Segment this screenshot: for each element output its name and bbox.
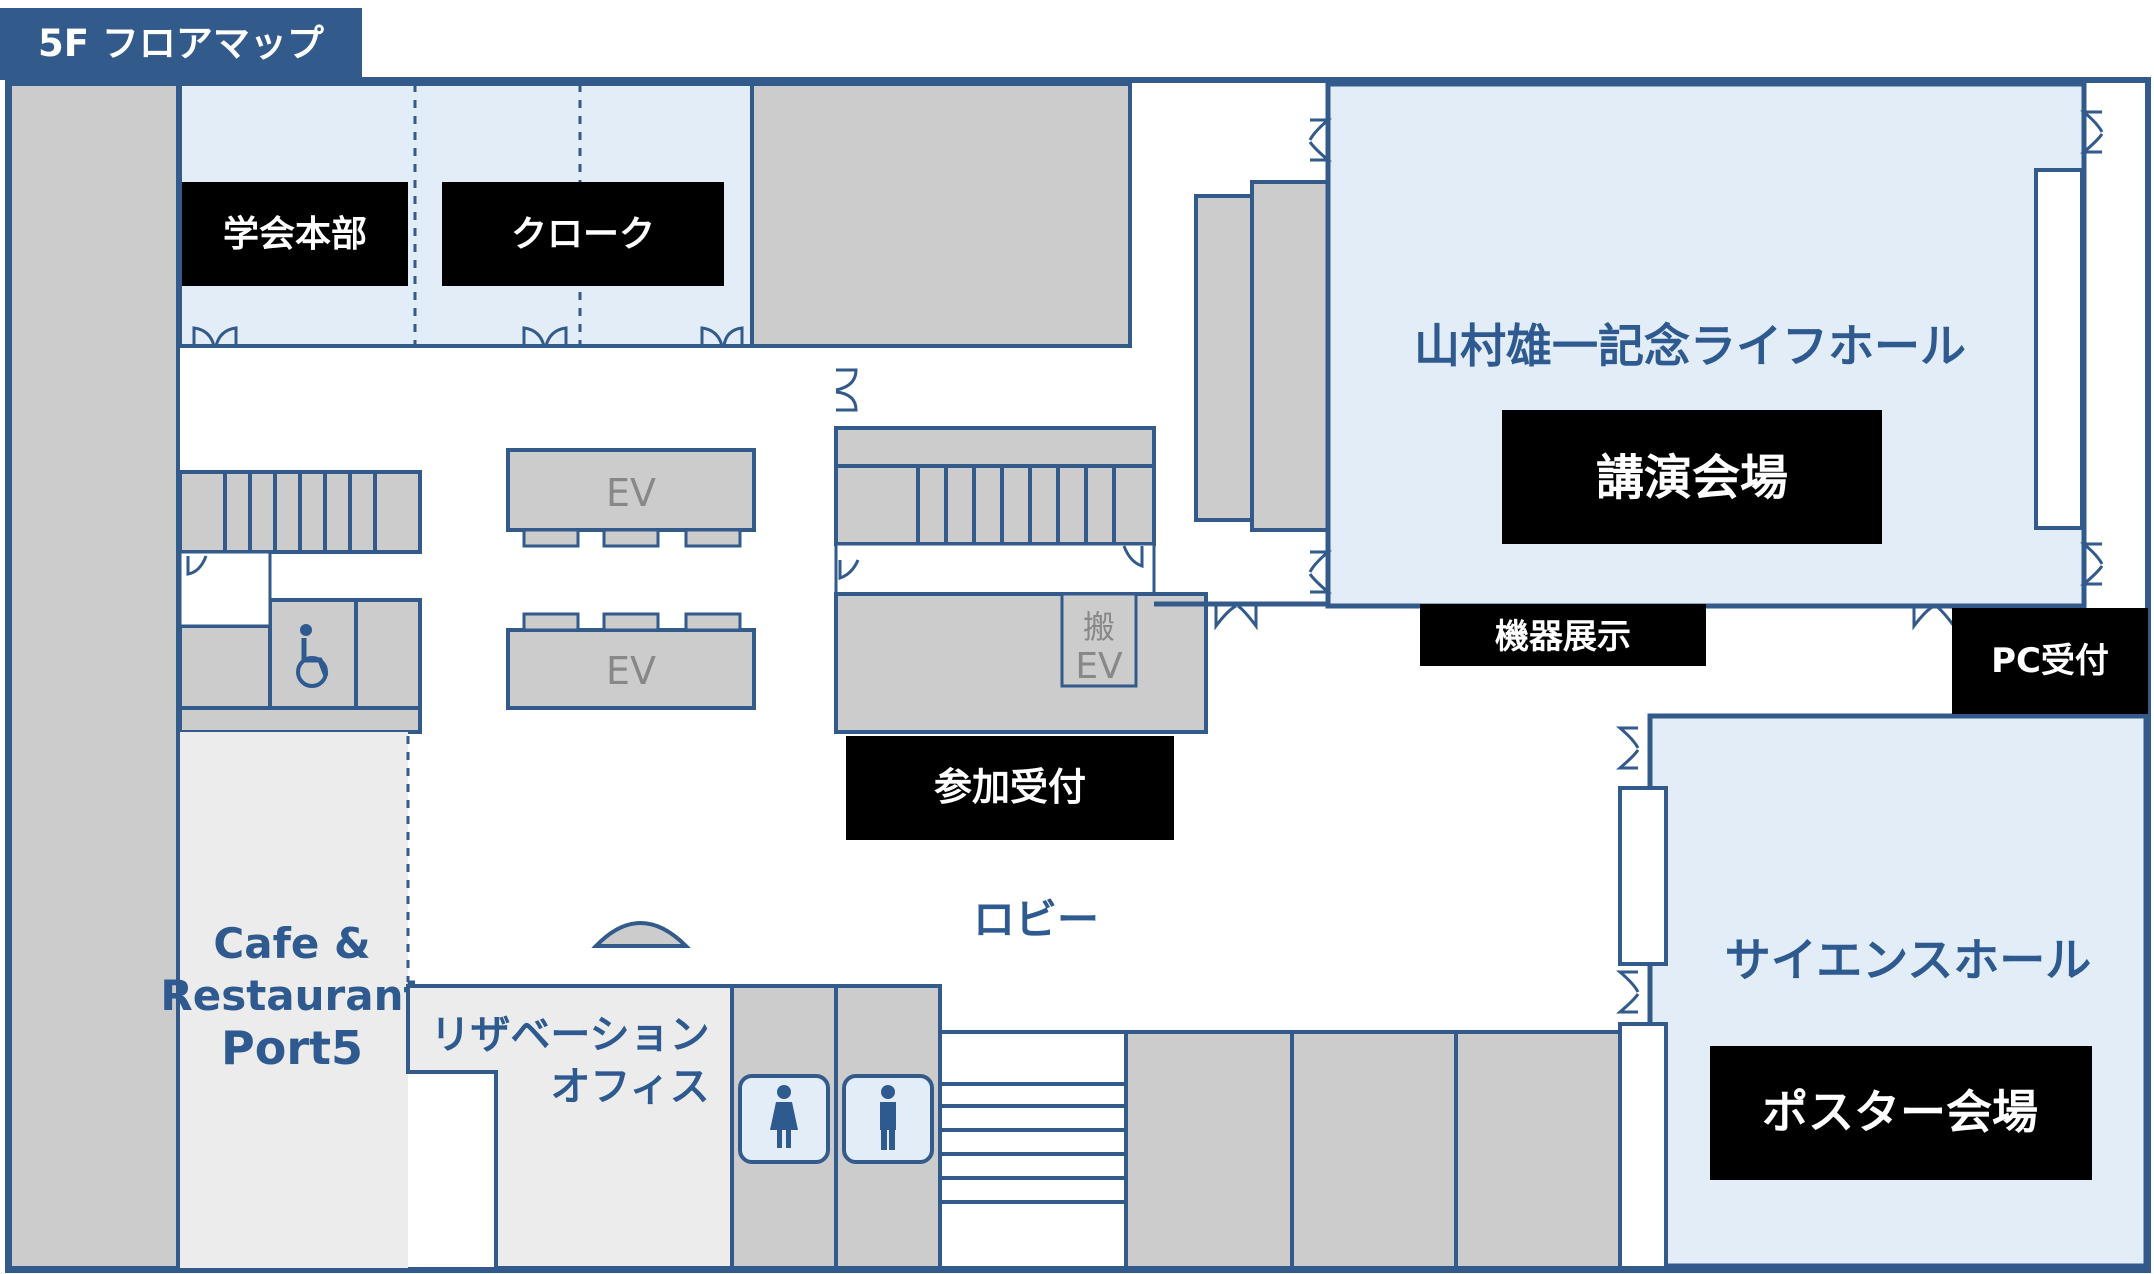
stairs-middle (834, 426, 1156, 606)
label-box (846, 736, 1174, 840)
pc-uketsuke-label: PC受付 (1991, 641, 2109, 681)
cafe-area (180, 732, 408, 1268)
sanka-uketsuke-label: 参加受付 (934, 765, 1086, 809)
gakkai-honbu-label: 学会本部 (223, 213, 367, 255)
science-hall-label: サイエンスホール (1725, 933, 2092, 987)
stage (2034, 168, 2084, 530)
accessible-restroom (178, 550, 422, 734)
bottom-room (1290, 1030, 1458, 1270)
floor-map-title: 5F フロアマップ (0, 8, 362, 80)
label-box (182, 182, 408, 286)
label-box (442, 182, 724, 286)
lobby-label: ロビー (973, 895, 1099, 944)
side-room (1194, 194, 1254, 522)
koen-kaijo-label: 講演会場 (1596, 450, 1788, 506)
freight-ev-label-top: 搬 (1083, 608, 1115, 646)
cloak-label: クローク (511, 214, 655, 255)
label-box (1710, 1046, 2092, 1180)
cafe-label-line3: Port5 (221, 1021, 363, 1075)
storage-block (750, 82, 1132, 348)
reservation-label-line1: リザベーション (430, 1012, 709, 1058)
kiki-tenji-label: 機器展示 (1495, 617, 1631, 657)
elevator-lower (506, 612, 756, 710)
ev-upper-label: EV (606, 471, 656, 515)
door-icon (186, 110, 2104, 1014)
ev-lower-label: EV (606, 649, 656, 693)
stairs-left (178, 470, 422, 554)
wheelchair-icon (296, 624, 329, 688)
elevator-upper (506, 448, 756, 548)
lobby-fixture (591, 921, 691, 948)
life-hall-label: 山村雄一記念ライフホール (1414, 319, 1966, 373)
science-hall-side (1618, 1022, 1668, 1270)
label-box (1502, 410, 1882, 544)
label-box (1952, 608, 2148, 714)
side-room (1250, 180, 1332, 532)
science-hall (1647, 713, 2149, 1269)
stairs-bottom (938, 1030, 1128, 1270)
bottom-room (1454, 1030, 1622, 1270)
freight-elevator-area (834, 592, 1208, 734)
bottom-room (1124, 1030, 1294, 1270)
men-restroom-icon (842, 1074, 934, 1164)
poster-kaijo-label: ポスター会場 (1762, 1085, 2038, 1139)
reservation-label-line2: オフィス (550, 1064, 709, 1110)
freight-ev-label-bottom: EV (1075, 646, 1123, 687)
science-hall-door-panel (1618, 786, 1668, 966)
label-box (1420, 604, 1706, 666)
cafe-label-line2: Restaurant (160, 971, 423, 1020)
cafe-label-line1: Cafe & (213, 919, 370, 968)
left-structure (8, 82, 180, 1270)
women-restroom-icon (738, 1074, 830, 1164)
